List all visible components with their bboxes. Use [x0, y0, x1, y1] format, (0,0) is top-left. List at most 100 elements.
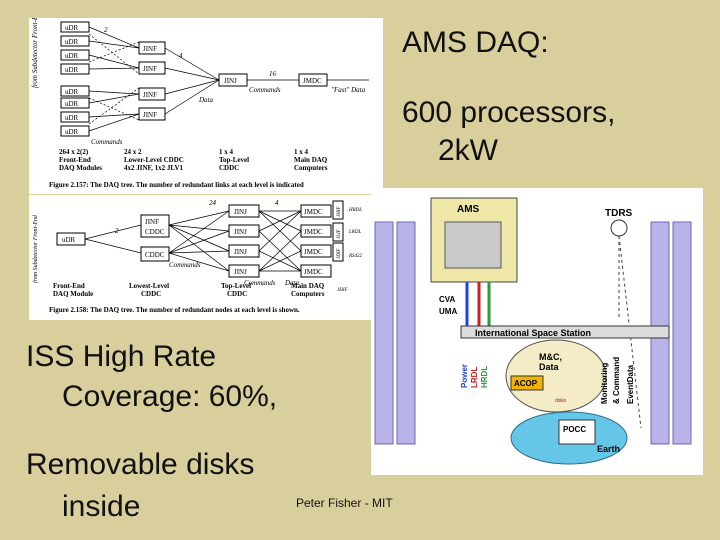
left-solar-panels	[374, 221, 416, 445]
jlif-label: JLIF	[337, 228, 342, 239]
col1-title: Front-End	[59, 156, 91, 164]
rs422-label: RS422	[348, 254, 363, 259]
fig158-col4-line1: Main DAQ	[291, 282, 325, 290]
jhif-label: JHIF	[337, 206, 342, 217]
commands-label-2: Commands	[91, 138, 123, 146]
fig158-jmdc-2: JMDC	[304, 228, 323, 236]
processors-line-2: 2kW	[438, 134, 498, 167]
col4-count: 1 x 4	[294, 148, 309, 156]
commands-label: Commands	[249, 86, 281, 94]
daq-tree-figure-158: from Subdetector Front-End uDR JINF CDDC…	[29, 195, 383, 320]
jmdc-node: JMDC	[303, 77, 322, 85]
iss-module-blob	[505, 339, 607, 413]
pocc-label: POCC	[563, 425, 586, 434]
udr-node-7: uDR	[65, 114, 79, 122]
iss-coverage-line-1: ISS High Rate	[26, 340, 217, 373]
hrdl-link-label: HRDL	[480, 366, 489, 388]
col3-count: 1 x 4	[219, 148, 234, 156]
fig158-col2-line2: CDDC	[141, 290, 161, 298]
fast-data-label: "Fast" Data	[331, 86, 366, 94]
processors-line-1: 600 processors,	[402, 96, 616, 129]
udr-node-4: uDR	[65, 66, 79, 74]
fig158-commands: Commands	[169, 261, 201, 269]
iss-label: International Space Station	[475, 328, 591, 338]
fig157-side-label: from Subdetector Front-Ends	[31, 18, 39, 88]
earth-label: Earth	[597, 444, 620, 454]
fig158-commands-2: Commands	[244, 279, 276, 287]
fig158-cddc-2: CDDC	[145, 251, 165, 259]
jinf-node-1: JINF	[143, 45, 157, 53]
col4-subtitle: Computers	[294, 164, 328, 172]
cva-label: CVA	[439, 295, 456, 304]
col2-title: Lower-Level CDDC	[124, 156, 184, 164]
slide-footer: Peter Fisher - MIT	[296, 496, 393, 510]
fig158-caption: Figure 2.158: The DAQ tree. The number o…	[49, 306, 300, 314]
iss-coverage-line-2: Coverage: 60%,	[62, 380, 278, 413]
fig158-col1-line1: Front-End	[53, 282, 85, 290]
fig158-jinj-1: JINJ	[234, 208, 247, 216]
removable-disks-line-1: Removable disks	[26, 448, 255, 481]
tdrs-antenna-icon	[610, 219, 628, 237]
fig157-caption: Figure 2.157: The DAQ tree. The number o…	[49, 181, 304, 189]
iss-bar	[460, 325, 670, 339]
jdif-label: JDIF	[337, 248, 342, 259]
udr-node-3: uDR	[65, 52, 79, 60]
eventdata-label: EventData	[626, 364, 635, 404]
fig158-jinj-4: JINJ	[234, 268, 247, 276]
hrdl-label: HRDL	[348, 208, 362, 213]
udr-node-6: uDR	[65, 100, 79, 108]
pocc-box	[558, 419, 596, 445]
col3-subtitle: CDDC	[219, 164, 239, 172]
acop-label: ACOP	[514, 379, 538, 388]
fig158-num-24: 24	[209, 199, 217, 207]
mc-data-label: Data	[539, 362, 560, 372]
fig158-jmdc-4: JMDC	[304, 268, 323, 276]
fig158-udr: uDR	[62, 236, 76, 244]
fig158-col3-line1: Top-Level	[221, 282, 251, 290]
fig158-data: Data	[284, 279, 300, 287]
fig158-col1-line2: DAQ Module	[53, 290, 93, 298]
uma-label: UMA	[439, 307, 457, 316]
fig158-side-label: from Subdetector Front-End	[32, 214, 39, 283]
daq-tree-158-diagram: from Subdetector Front-End uDR JINF CDDC…	[32, 199, 363, 314]
removable-disks-line-2: inside	[62, 490, 141, 523]
power-label: Power	[460, 364, 469, 388]
data-label: Data	[198, 96, 214, 104]
lrdl-label: LRDL	[348, 230, 361, 235]
col1-count: 264 x 2(2)	[59, 148, 89, 156]
fig158-num-4: 4	[275, 199, 279, 207]
udr-node-1: uDR	[65, 24, 79, 32]
fig158-col4-line2: Computers	[291, 290, 325, 298]
udr-node-5: uDR	[65, 88, 79, 96]
disks-label: disks	[555, 398, 567, 404]
monitoring-label: Monitoring	[600, 363, 609, 404]
col2-subtitle: 4x2 JINF, 1x2 JLV1	[124, 164, 183, 172]
link-count-16: 16	[269, 70, 277, 78]
jhif-label-2: JHIF	[337, 288, 348, 293]
link-count-4: 4	[179, 52, 183, 60]
fig158-jinj-2: JINJ	[234, 228, 247, 236]
fig158-num-2: 2	[115, 227, 119, 235]
iss-diagram: AMS TDRS CVA UMA International Space Sta…	[374, 197, 692, 465]
tdrs-label: TDRS	[605, 208, 633, 219]
fig158-jmdc-1: JMDC	[304, 208, 323, 216]
daq-tree-157-diagram: from Subdetector Front-Ends uDR uDR uDR …	[31, 6, 369, 189]
daq-tree-figure-157: from Subdetector Front-Ends uDR uDR uDR …	[29, 6, 383, 194]
fig158-jinf: JINF	[145, 218, 159, 226]
command-label: & Command	[612, 357, 621, 404]
jinf-node-4: JINF	[143, 111, 157, 119]
fig158-jinj-3: JINJ	[234, 248, 247, 256]
mc-label: M&C,	[539, 352, 562, 362]
iss-data-link-diagram: AMS TDRS CVA UMA International Space Sta…	[371, 188, 703, 475]
jinf-node-3: JINF	[143, 91, 157, 99]
jinj-node: JINJ	[224, 77, 237, 85]
udr-node-2: uDR	[65, 38, 79, 46]
col3-title: Top-Level	[219, 156, 249, 164]
lrdl-label: LRDL	[470, 367, 479, 388]
fig158-cddc-1: CDDC	[145, 228, 165, 236]
col2-count: 24 x 2	[124, 148, 142, 156]
fig158-jmdc-3: JMDC	[304, 248, 323, 256]
acop-box	[510, 375, 544, 391]
jinf-node-2: JINF	[143, 65, 157, 73]
link-count-2: 2	[104, 26, 108, 34]
